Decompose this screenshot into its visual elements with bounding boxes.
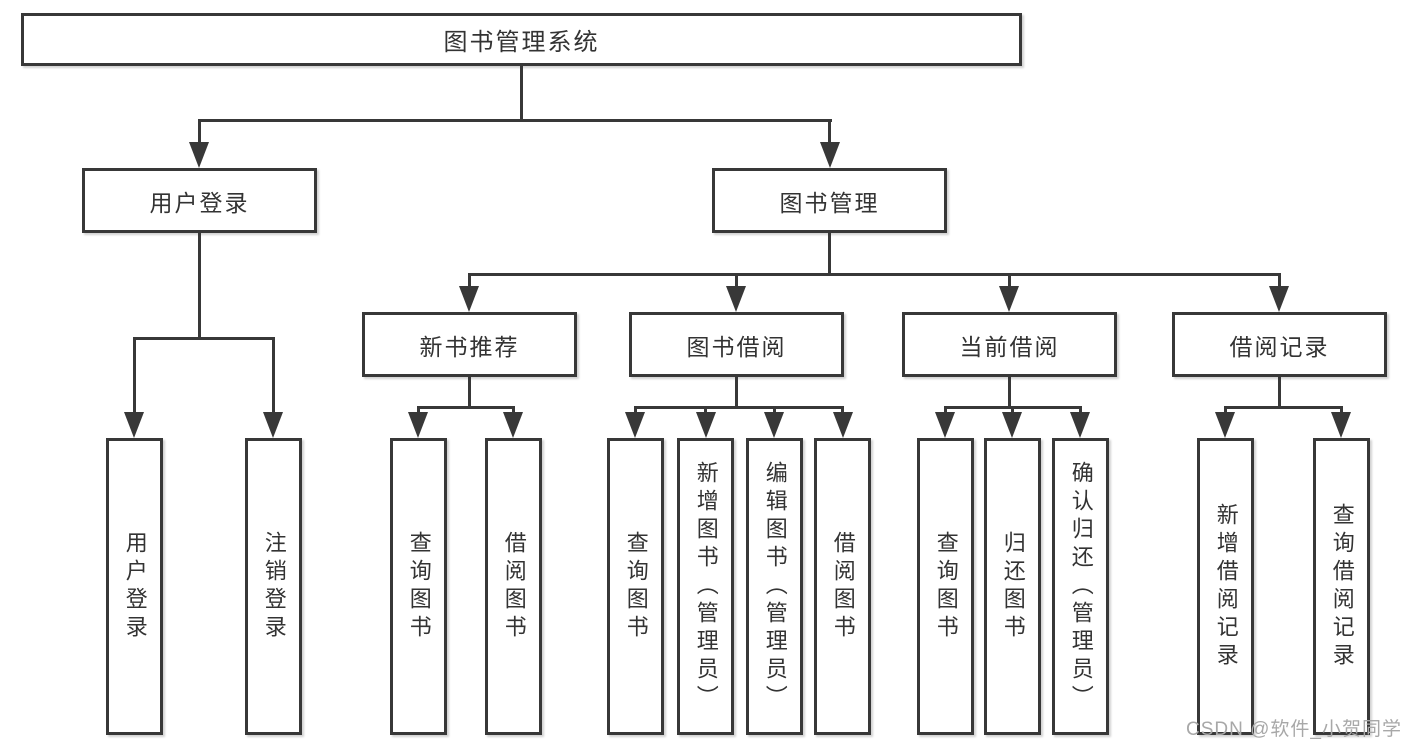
watermark: CSDN @软件_小贺同学	[1186, 719, 1402, 740]
arrowhead-icon	[935, 412, 955, 438]
connector-vline	[828, 119, 831, 154]
connector-vline	[272, 337, 275, 420]
connector-vline	[1278, 377, 1281, 409]
arrowhead-icon	[764, 412, 784, 438]
connector-vline	[133, 337, 136, 420]
node-new-book-recommendation: 新书推荐	[362, 312, 577, 377]
leaf-borrowing-borrow-books: 借阅图书	[814, 438, 871, 735]
leaf-newbooks-borrow-books: 借阅图书	[485, 438, 542, 735]
connector-vline	[520, 66, 523, 119]
connector-hline	[417, 406, 515, 409]
arrowhead-icon	[833, 412, 853, 438]
node-current-borrowing: 当前借阅	[902, 312, 1117, 377]
arrowhead-icon	[999, 286, 1019, 312]
arrowhead-icon	[1070, 412, 1090, 438]
connector-vline	[1278, 273, 1281, 293]
leaf-borrowing-add-books-admin: 新增图书（管理员）	[677, 438, 734, 735]
node-book-borrowing: 图书借阅	[629, 312, 844, 377]
leaf-current-query-books: 查询图书	[917, 438, 974, 735]
arrowhead-icon	[1269, 286, 1289, 312]
connector-vline	[828, 233, 831, 275]
connector-vline	[198, 119, 201, 154]
leaf-newbooks-query-books: 查询图书	[390, 438, 447, 735]
arrowhead-icon	[124, 412, 144, 438]
connector-vline	[198, 233, 201, 337]
leaf-current-confirm-return-admin: 确认归还（管理员）	[1052, 438, 1109, 735]
arrowhead-icon	[408, 412, 428, 438]
connector-vline	[1008, 377, 1011, 409]
arrowhead-icon	[503, 412, 523, 438]
leaf-records-query-record: 查询借阅记录	[1313, 438, 1370, 735]
arrowhead-icon	[263, 412, 283, 438]
leaf-user-login: 用户登录	[106, 438, 163, 735]
connector-vline	[735, 273, 738, 293]
leaf-borrowing-edit-books-admin: 编辑图书（管理员）	[746, 438, 803, 735]
connector-hline	[133, 337, 275, 340]
leaf-current-return-books: 归还图书	[984, 438, 1041, 735]
connector-vline	[468, 273, 471, 293]
arrowhead-icon	[820, 142, 840, 168]
connector-vline	[1008, 273, 1011, 293]
connector-vline	[735, 377, 738, 409]
node-borrowing-records: 借阅记录	[1172, 312, 1387, 377]
arrowhead-icon	[1215, 412, 1235, 438]
arrowhead-icon	[1331, 412, 1351, 438]
connector-hline	[634, 406, 844, 409]
node-user-login: 用户登录	[82, 168, 317, 233]
arrowhead-icon	[189, 142, 209, 168]
leaf-records-add-record: 新增借阅记录	[1197, 438, 1254, 735]
arrowhead-icon	[625, 412, 645, 438]
connector-vline	[468, 377, 471, 409]
connector-hline	[468, 273, 1281, 276]
arrowhead-icon	[696, 412, 716, 438]
node-root: 图书管理系统	[21, 13, 1022, 66]
arrowhead-icon	[726, 286, 746, 312]
leaf-logout-login: 注销登录	[245, 438, 302, 735]
arrowhead-icon	[459, 286, 479, 312]
connector-hline	[198, 119, 832, 122]
leaf-borrowing-query-books: 查询图书	[607, 438, 664, 735]
node-book-management: 图书管理	[712, 168, 947, 233]
connector-hline	[1224, 406, 1343, 409]
arrowhead-icon	[1002, 412, 1022, 438]
